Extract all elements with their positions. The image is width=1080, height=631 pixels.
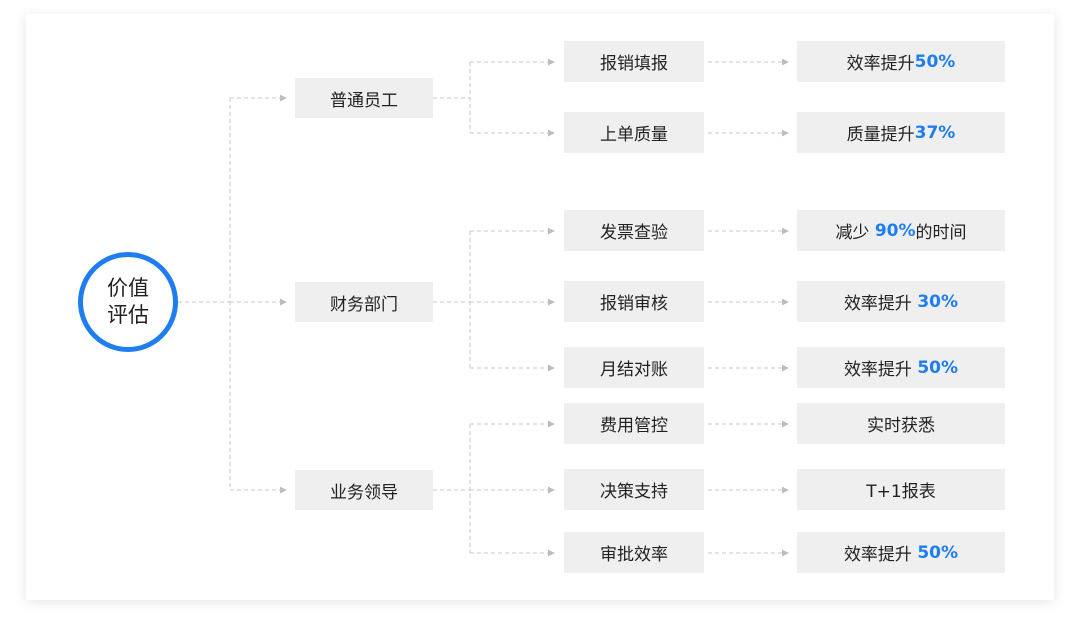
task-node-cost-control: 费用管控 bbox=[564, 403, 704, 444]
result-text: 减少 bbox=[835, 223, 875, 243]
result-node: 效率提升 50% bbox=[797, 532, 1005, 573]
result-text: T+1报表 bbox=[866, 482, 936, 502]
result-node: 效率提升 30% bbox=[797, 281, 1005, 322]
result-highlight: 50% bbox=[914, 51, 956, 72]
result-text: 质量提升 bbox=[846, 125, 915, 145]
role-node-employee: 普通员工 bbox=[295, 78, 433, 118]
result-text: 效率提升 bbox=[843, 360, 918, 380]
role-node-business-leader: 业务领导 bbox=[295, 470, 433, 510]
center-node-value-assessment: 价值评估 bbox=[78, 252, 178, 352]
task-node-monthly-reconciliation: 月结对账 bbox=[564, 347, 704, 388]
task-node-expense-filing: 报销填报 bbox=[564, 41, 704, 82]
center-node-label: 价值评估 bbox=[107, 276, 149, 327]
result-highlight: 30% bbox=[917, 291, 959, 312]
task-node-invoice-check: 发票查验 bbox=[564, 210, 704, 251]
result-text: 效率提升 bbox=[843, 294, 918, 314]
result-node: 减少 90%的时间 bbox=[797, 210, 1005, 251]
result-text: 效率提升 bbox=[843, 545, 918, 565]
result-node: 实时获悉 bbox=[797, 403, 1005, 444]
result-highlight: 50% bbox=[917, 542, 959, 563]
result-suffix: 的时间 bbox=[915, 223, 967, 243]
role-node-finance: 财务部门 bbox=[295, 282, 433, 322]
result-highlight: 50% bbox=[917, 357, 959, 378]
task-node-expense-review: 报销审核 bbox=[564, 281, 704, 322]
result-node: 效率提升 50% bbox=[797, 347, 1005, 388]
result-highlight: 90% bbox=[874, 220, 916, 241]
task-node-decision-support: 决策支持 bbox=[564, 469, 704, 510]
result-highlight: 37% bbox=[914, 122, 956, 143]
task-node-order-quality: 上单质量 bbox=[564, 112, 704, 153]
task-node-approval-efficiency: 审批效率 bbox=[564, 532, 704, 573]
result-node: T+1报表 bbox=[797, 469, 1005, 510]
result-text: 效率提升 bbox=[846, 54, 915, 74]
result-text: 实时获悉 bbox=[867, 416, 935, 436]
